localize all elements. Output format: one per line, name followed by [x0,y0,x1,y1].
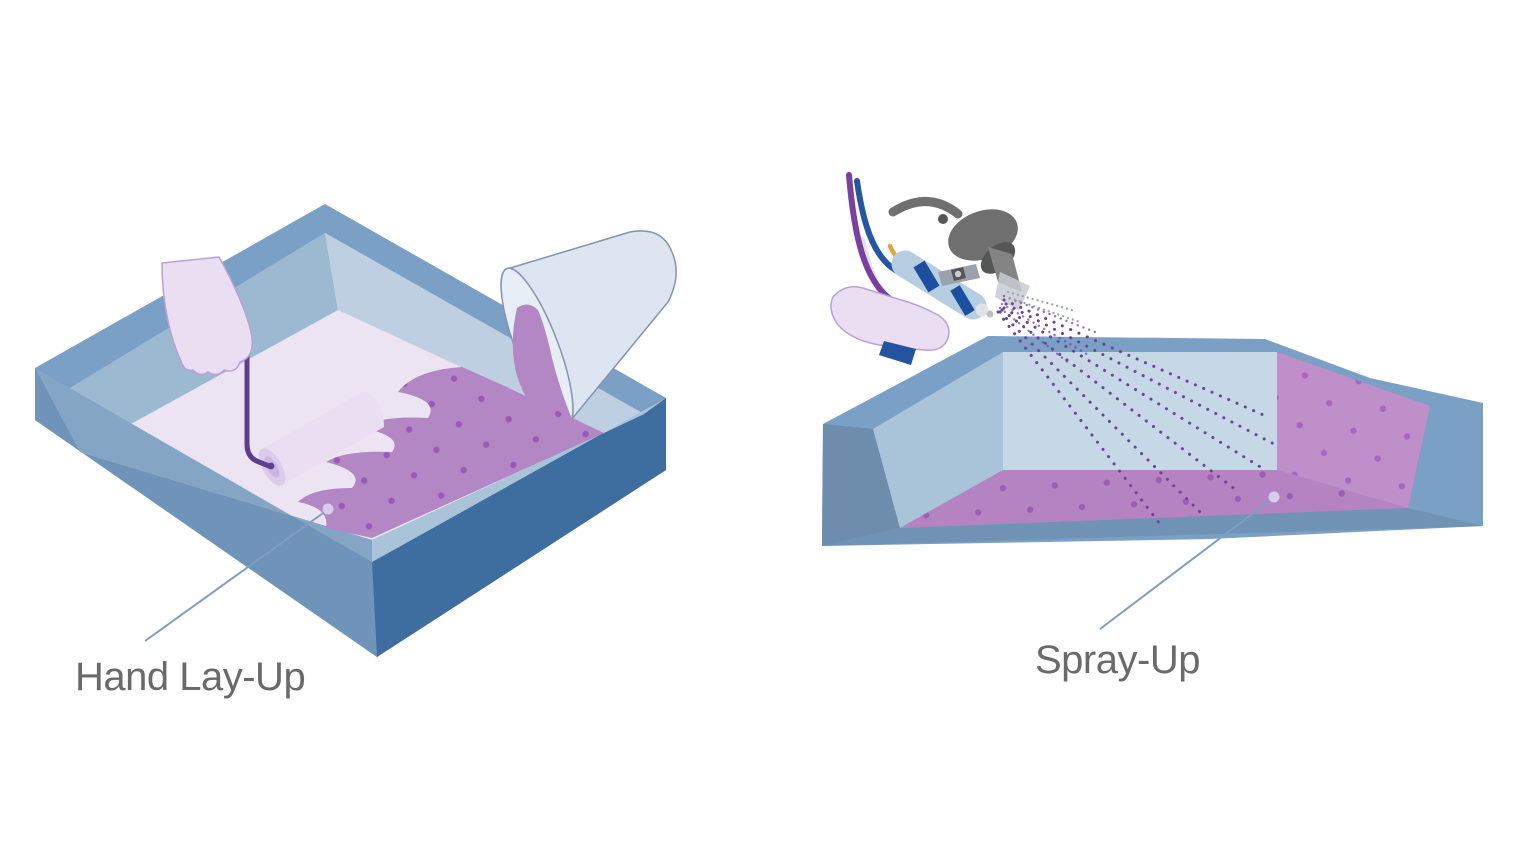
spray-up-illustration: Spray-Up [822,172,1483,682]
leader-dot [1268,491,1280,503]
wrist-strap [879,341,916,365]
spray-streams [996,290,1276,526]
gun-trigger-arc [888,197,963,219]
hand-lay-up-label: Hand Lay-Up [75,655,305,699]
gun-fitting-dot [954,270,962,278]
mold-rim-front-right [372,398,666,562]
gun-band-lower [950,285,975,316]
hand-lay-up-illustration: Hand Lay-Up [35,204,677,699]
hose-purple [846,172,896,304]
gun-bolt [938,214,948,224]
mold-bottom-rim [822,508,1483,546]
paint-roller [262,391,384,485]
leader-line [144,510,327,642]
spray-mist-gray [1008,296,1082,324]
resin-pour-stream [512,304,580,438]
roller-axle [267,462,275,470]
spray-mist [1000,302,1092,358]
spray-stream [996,310,1162,526]
spray-stream [1002,298,1270,419]
mold-rim-front-left [35,368,372,562]
spray-up-label: Spray-Up [1035,638,1200,682]
leader-line [1099,498,1273,630]
gun-nozzle-point [986,310,994,318]
spray-stream [998,310,1202,514]
mold-left-wedge [822,424,900,546]
mold-front-right-face [372,398,666,657]
mold-inner-wall-left [873,352,1003,528]
roller-handle [244,349,272,469]
leader-dot [322,503,334,515]
gun-band-upper [913,260,940,293]
gun-nozzle-tip [975,303,989,317]
spray-stream [1000,308,1238,492]
glove-hand-icon [830,286,950,351]
spray-mist-gray [1006,290,1074,312]
spray-gun-icon [830,172,1030,365]
glove-hand-icon [161,256,253,376]
